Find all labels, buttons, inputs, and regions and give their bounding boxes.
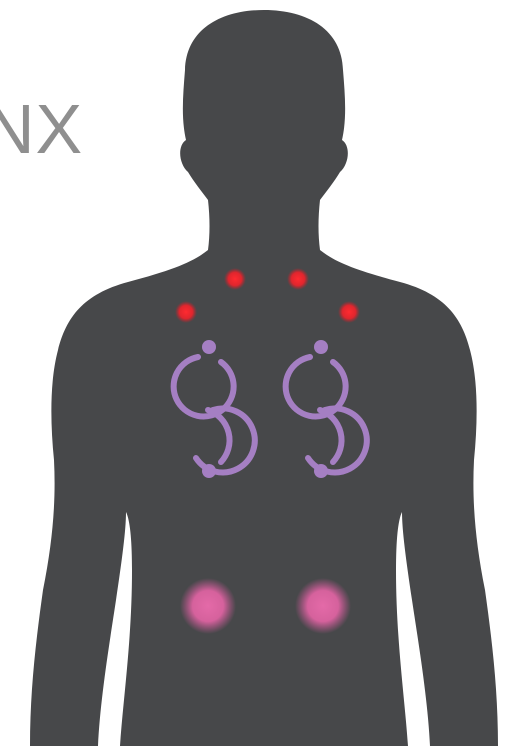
pink-glow: [295, 578, 351, 634]
body-silhouette: [30, 10, 498, 746]
red-dot: [338, 301, 360, 323]
red-dot: [287, 268, 309, 290]
red-dot: [175, 301, 197, 323]
red-dot: [224, 268, 246, 290]
pink-glow: [180, 578, 236, 634]
